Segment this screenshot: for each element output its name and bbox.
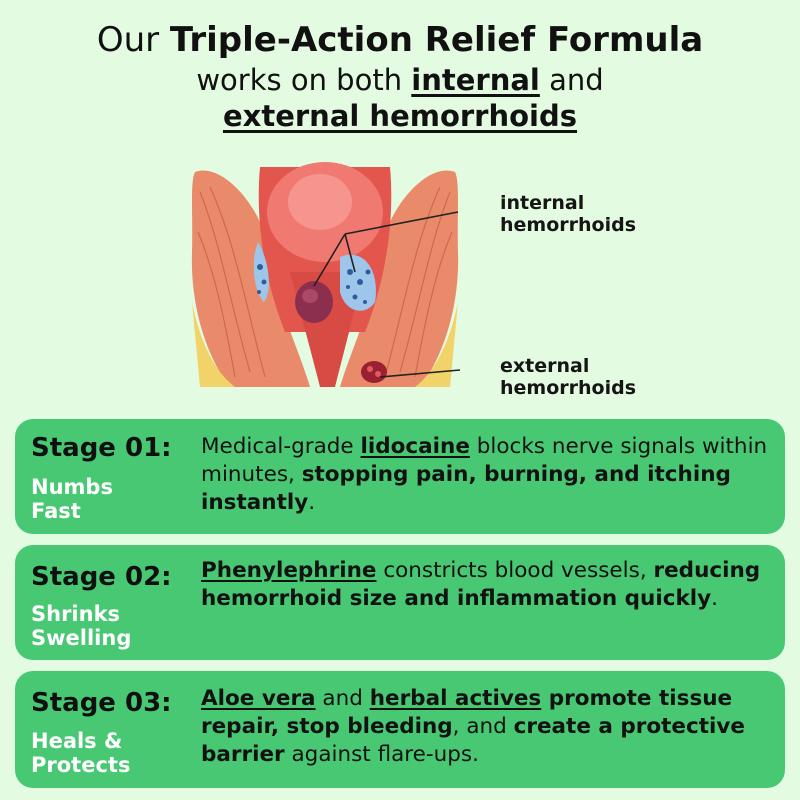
internal-hemorrhoids-label: internal hemorrhoids (500, 192, 636, 236)
stage-card-3: Stage 03: Heals & Protects Aloe vera and… (15, 671, 785, 788)
subheadline-and: and (539, 63, 604, 97)
subheadline-prefix: works on both (196, 63, 412, 97)
stage-2-description: Phenylephrine constricts blood vessels, … (201, 558, 761, 611)
subheadline-line-2: external hemorrhoids (0, 98, 800, 134)
subheadline-internal: internal (411, 63, 540, 97)
headline-prefix: Our (96, 20, 170, 60)
stage-1-subtitle: Numbs Fast (31, 475, 191, 523)
external-label-line-1: external (500, 355, 590, 377)
subheadline-external: external hemorrhoids (222, 99, 578, 133)
external-hemorrhoids-label: external hemorrhoids (500, 355, 636, 399)
internal-label-line-1: internal (500, 192, 585, 214)
stage-3-subtitle-line-2: Protects (31, 753, 131, 777)
stage-1-description: Medical-grade lidocaine blocks nerve sig… (201, 434, 768, 515)
lidocaine-term: lidocaine (360, 434, 470, 459)
header: Our Triple-Action Relief Formula works o… (0, 18, 800, 134)
stage-3-title: Stage 03: (31, 688, 172, 718)
stage-3-subtitle-line-1: Heals & (31, 729, 123, 753)
stage-2-subtitle-line-1: Shrinks (31, 602, 121, 626)
anatomy-illustration (191, 162, 460, 387)
external-label-line-2: hemorrhoids (500, 377, 637, 399)
stage-3-subtitle: Heals & Protects (31, 729, 191, 777)
stage-1-title: Stage 01: (31, 433, 172, 463)
stage-2-subtitle: Shrinks Swelling (31, 602, 191, 650)
stage-1-subtitle-line-1: Numbs (31, 475, 113, 499)
stage-card-1: Stage 01: Numbs Fast Medical-grade lidoc… (15, 419, 785, 534)
headline-formula-name: Triple-Action Relief Formula (169, 20, 704, 60)
aloe-vera-term: Aloe vera (201, 686, 316, 711)
stage-2-subtitle-line-2: Swelling (31, 626, 132, 650)
herbal-actives-term: herbal actives (369, 686, 542, 711)
stage-card-2: Stage 02: Shrinks Swelling Phenylephrine… (15, 545, 785, 660)
stage-1-subtitle-line-2: Fast (31, 499, 81, 523)
headline: Our Triple-Action Relief Formula (0, 18, 800, 62)
internal-label-line-2: hemorrhoids (500, 214, 637, 236)
phenylephrine-term: Phenylephrine (201, 558, 377, 583)
subheadline-line-1: works on both internal and (0, 62, 800, 98)
stage-3-description: Aloe vera and herbal actives promote tis… (201, 686, 745, 767)
stage-2-title: Stage 02: (31, 562, 172, 592)
